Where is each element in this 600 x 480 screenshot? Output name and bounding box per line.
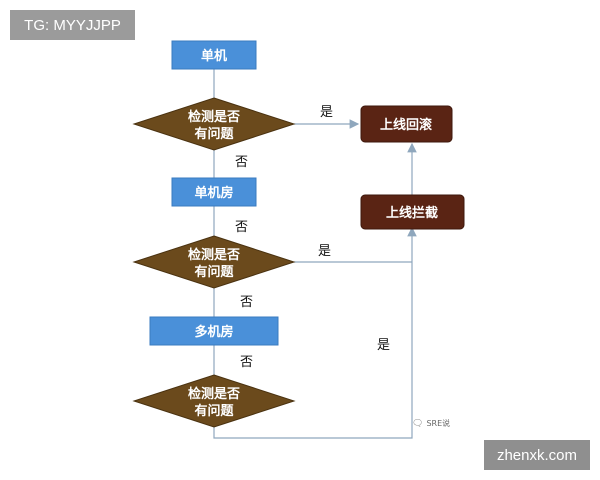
edge-label-no-1b: 否	[235, 220, 248, 235]
edge-label-yes-2: 是	[318, 244, 331, 259]
node-check-3-line-2: 有问题	[194, 403, 234, 419]
node-single-room-label: 单机房	[194, 185, 233, 201]
node-rollback: 上线回滚	[360, 105, 453, 143]
edge-check3-loop	[213, 226, 417, 439]
node-check-2-line-2: 有问题	[194, 264, 234, 280]
node-check-3-line-1: 检测是否	[188, 386, 240, 402]
edge-label-no-2b: 否	[240, 355, 253, 370]
source-mark-text: SRE说	[426, 419, 451, 428]
node-single-room: 单机房	[171, 177, 257, 207]
watermark-tag: TG: MYYJJPP	[10, 10, 135, 40]
node-intercept-label: 上线拦截	[386, 205, 438, 221]
node-single-machine-label: 单机	[201, 48, 227, 64]
node-single-machine: 单机	[171, 40, 257, 70]
edge-label-no-2: 否	[240, 295, 253, 310]
node-check-1: 检测是否 有问题	[132, 97, 296, 151]
node-multi-room: 多机房	[149, 316, 279, 346]
edge-label-no-1: 否	[235, 155, 248, 170]
node-check-1-line-1: 检测是否	[188, 109, 240, 125]
node-intercept: 上线拦截	[360, 194, 465, 230]
source-mark: 🗨 SRE说	[412, 418, 450, 429]
wechat-icon: 🗨	[412, 418, 424, 429]
node-check-2-line-1: 检测是否	[188, 247, 240, 263]
node-check-3: 检测是否 有问题	[132, 374, 296, 428]
node-check-1-line-2: 有问题	[194, 126, 234, 142]
connectors	[213, 69, 417, 439]
node-rollback-label: 上线回滚	[380, 117, 433, 133]
edge-label-yes-3: 是	[377, 338, 390, 353]
node-multi-room-label: 多机房	[194, 324, 233, 340]
edge-label-yes-1: 是	[320, 105, 333, 120]
site-watermark: zhenxk.com	[484, 440, 590, 470]
node-check-2: 检测是否 有问题	[132, 235, 296, 289]
